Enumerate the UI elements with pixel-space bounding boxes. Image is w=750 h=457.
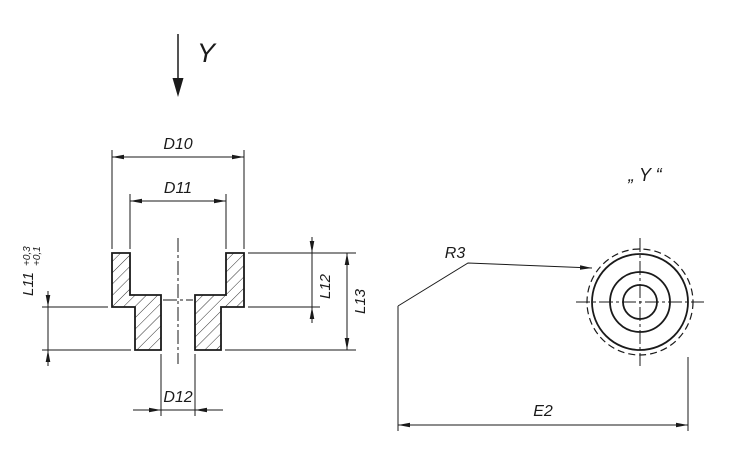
d11-label: D11 xyxy=(164,180,192,197)
dimension-r3: R3 xyxy=(397,245,593,307)
dimension-l12: L12 xyxy=(248,237,356,323)
r3-label: R3 xyxy=(445,245,466,262)
l13-label: L13 xyxy=(352,288,369,314)
front-section-view: D10 D11 D12 L11 +0,3 +0,1 xyxy=(20,136,369,416)
dimension-d10: D10 xyxy=(111,136,245,249)
l11-tolerance-lower: +0,1 xyxy=(32,246,43,266)
dimension-e2: E2 xyxy=(397,306,689,431)
part-outline xyxy=(111,252,245,351)
dimension-d12: D12 xyxy=(133,354,223,416)
l11-label: L11 xyxy=(20,272,37,296)
detail-view-y: „ Y “ R3 E2 xyxy=(397,165,704,431)
dimension-d11: D11 xyxy=(129,180,227,249)
section-hatch-left xyxy=(112,253,161,350)
view-direction-arrow: Y xyxy=(172,34,217,97)
section-hatch-right xyxy=(195,253,244,350)
l11-tolerance-upper: +0,3 xyxy=(22,246,33,266)
e2-label: E2 xyxy=(533,403,553,420)
view-arrow-head xyxy=(172,78,184,97)
d10-label: D10 xyxy=(163,136,192,153)
d12-label: D12 xyxy=(163,389,192,406)
l12-label: L12 xyxy=(317,273,334,299)
detail-view-title: „ Y “ xyxy=(627,165,662,185)
view-direction-label: Y xyxy=(197,38,217,68)
dimension-l11: L11 +0,3 +0,1 xyxy=(20,246,131,366)
dimension-l13: L13 xyxy=(225,253,369,351)
